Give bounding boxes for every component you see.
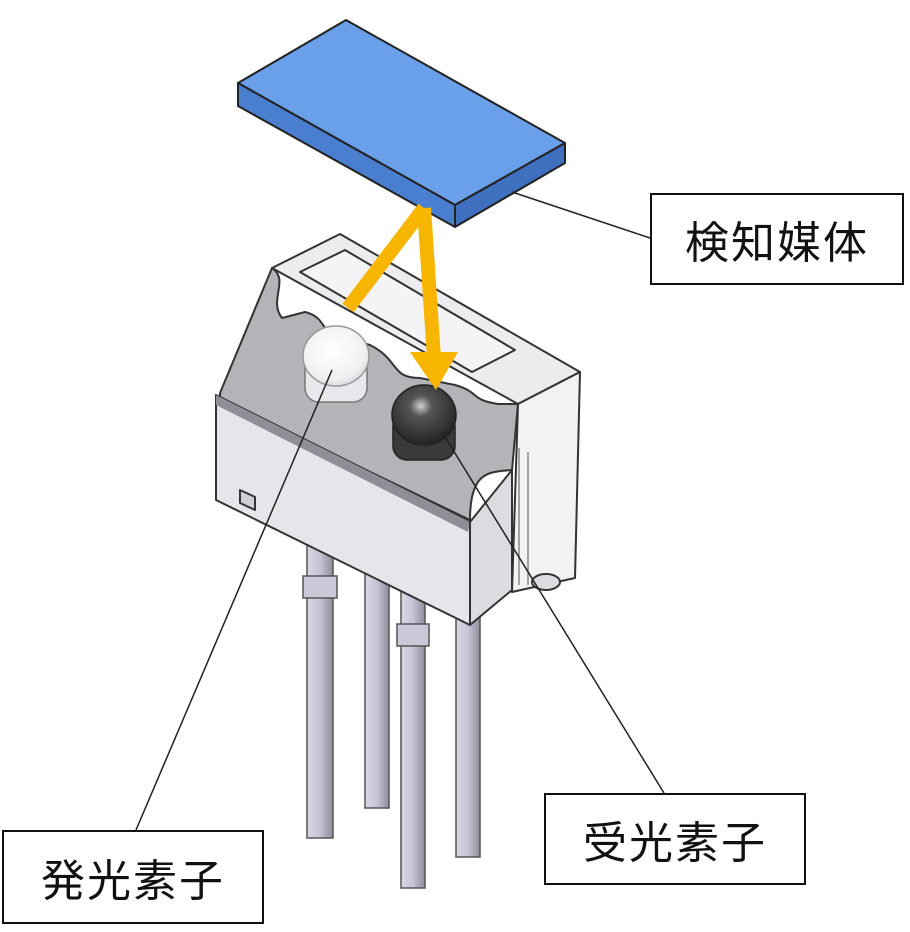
pin-4 (455, 584, 481, 858)
leader-line-medium (511, 191, 651, 239)
leader-line-emitter (135, 369, 333, 831)
detection-medium-label: 検知媒体 (650, 193, 904, 285)
pin-3 (396, 559, 430, 889)
leader-lines (135, 191, 665, 831)
emitter-dome (302, 325, 370, 403)
receiver-dome (391, 384, 457, 461)
arrowhead-icon (410, 352, 458, 390)
light-path-arrows (342, 203, 458, 390)
receiver-element-label: 受光素子 (544, 793, 806, 885)
leader-line-receiver (441, 431, 665, 794)
emitter-element-label: 発光素子 (2, 830, 264, 924)
detection-medium-plate (237, 19, 566, 228)
